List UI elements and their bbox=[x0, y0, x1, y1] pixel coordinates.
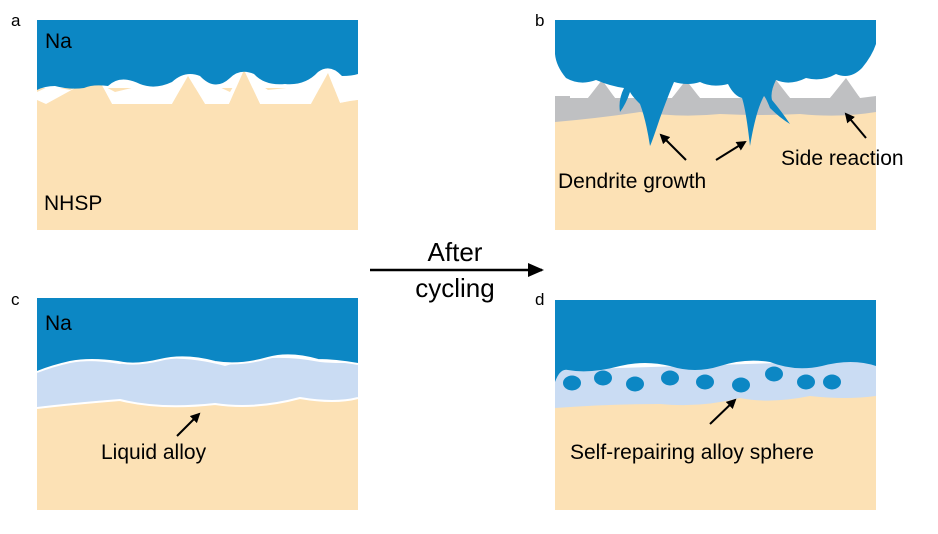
alloy-sphere bbox=[765, 366, 783, 382]
panel-b-electrolyte bbox=[555, 110, 876, 230]
alloy-sphere bbox=[823, 374, 841, 390]
panel-c-liquid-alloy bbox=[37, 357, 358, 408]
alloy-sphere bbox=[626, 376, 644, 392]
panel-c-sodium-edge bbox=[36, 354, 359, 373]
alloy-sphere bbox=[732, 377, 750, 393]
panel-b-arrow-1 bbox=[659, 133, 687, 161]
panel-b-dendrite-label: Dendrite growth bbox=[558, 170, 706, 193]
panel-b-grey-spikes bbox=[565, 78, 876, 104]
panel-a-white-gap bbox=[37, 66, 358, 104]
panel-d-arrow bbox=[709, 398, 737, 425]
panel-c-alloy-bottom-edge bbox=[36, 396, 359, 409]
alloy-sphere bbox=[797, 374, 815, 390]
center-label-line2: cycling bbox=[415, 273, 494, 303]
panel-d-sodium bbox=[555, 300, 876, 382]
panel-b-sodium bbox=[555, 20, 876, 146]
panel-d-electrolyte bbox=[555, 396, 876, 510]
panel-b-arrow-2 bbox=[715, 140, 747, 161]
panel-c-na-label: Na bbox=[45, 312, 72, 335]
panel-d-alloy-band bbox=[555, 360, 876, 408]
panel-a: a Na NHSP bbox=[11, 11, 358, 230]
panel-a-letter: a bbox=[11, 11, 21, 30]
alloy-sphere bbox=[661, 370, 679, 386]
panel-d-sphere-label: Self-repairing alloy sphere bbox=[570, 441, 814, 464]
panel-b-side-reaction-label: Side reaction bbox=[781, 147, 904, 170]
panel-c-sodium bbox=[37, 298, 358, 372]
panel-b: b Dendrite growth Side reaction bbox=[535, 11, 904, 230]
panel-b-letter: b bbox=[535, 11, 544, 30]
panel-a-electrolyte bbox=[37, 88, 358, 230]
panel-c: c Na Liquid alloy bbox=[11, 290, 359, 510]
center-transition: After cycling bbox=[370, 237, 544, 303]
panel-c-arrow bbox=[176, 412, 201, 437]
panel-d: d Self-repairing alloy sphere bbox=[535, 290, 876, 510]
alloy-spheres bbox=[563, 366, 841, 393]
panel-a-electrolyte-spikes bbox=[37, 70, 358, 110]
panel-d-letter: d bbox=[535, 290, 544, 309]
panel-b-arrow-3 bbox=[844, 112, 867, 139]
center-label-line1: After bbox=[428, 237, 483, 267]
panel-a-na-label: Na bbox=[45, 30, 72, 53]
panel-c-alloy-label: Liquid alloy bbox=[101, 441, 207, 464]
alloy-sphere bbox=[696, 374, 714, 390]
panel-a-nhsp-label: NHSP bbox=[44, 192, 102, 215]
panel-a-sodium bbox=[37, 20, 358, 90]
alloy-sphere bbox=[563, 375, 581, 391]
panel-c-letter: c bbox=[11, 290, 20, 309]
alloy-sphere bbox=[594, 370, 612, 386]
